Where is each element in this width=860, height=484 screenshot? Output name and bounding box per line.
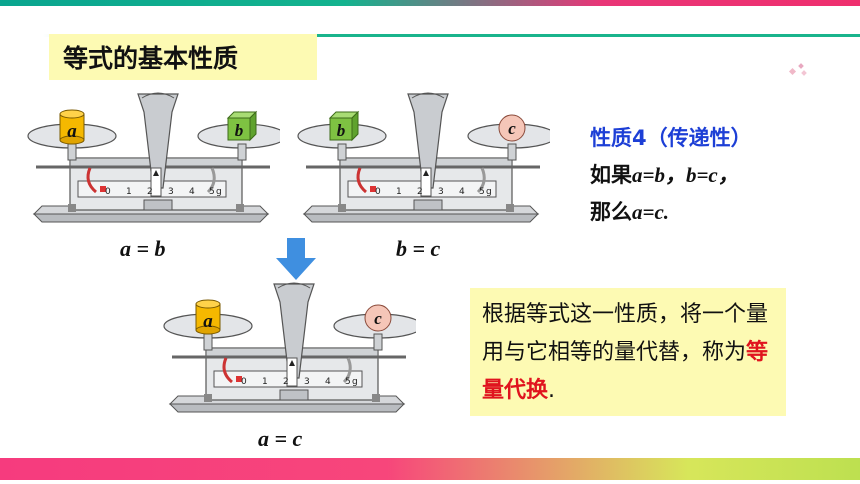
right-weight-label: c xyxy=(508,119,516,138)
ruler-tick-label: 4 xyxy=(189,187,195,197)
balance-scale-1: 0 1 2 3 4 5 g a b xyxy=(27,92,280,223)
scale-body-icon xyxy=(297,92,550,223)
ruler-tick-label: 3 xyxy=(304,377,310,387)
ruler-tick-label: 0 xyxy=(105,187,111,197)
scale-1-caption: a = b xyxy=(120,236,166,261)
ruler-tick-label: 5 xyxy=(345,377,351,387)
ruler-tick-label: 2 xyxy=(283,377,289,387)
page-title: 等式的基本性质 xyxy=(63,44,239,73)
condition-math: a=b，b=c， xyxy=(632,163,739,187)
cylinder-weight-icon: a xyxy=(59,109,85,145)
note-text: 根据等式这一性质，将一个量用与它相等的量代替，称为 xyxy=(482,302,769,365)
scale-2-caption: b = c xyxy=(396,236,441,261)
property-title: 性质4（传递性） xyxy=(590,126,752,150)
top-accent-bar xyxy=(0,0,860,6)
ruler-tick-label: 0 xyxy=(241,377,247,387)
left-weight-label: b xyxy=(337,121,346,140)
property-statement: 性质4（传递性） 如果a=b，b=c， 那么a=c. xyxy=(590,120,840,231)
ruler-tick-label: g xyxy=(216,187,222,197)
bottom-accent-bar xyxy=(0,458,860,480)
left-weight-label: a xyxy=(67,121,77,142)
left-weight-label: a xyxy=(203,311,213,332)
title-banner: 等式的基本性质 xyxy=(49,34,317,80)
balance-scale-3: 0 1 2 3 4 5 g a c xyxy=(163,282,416,413)
balance-scale-2: 0 1 2 3 4 5 g b c xyxy=(297,92,550,223)
ruler-tick-label: 4 xyxy=(459,187,465,197)
sparkle-decoration-icon xyxy=(788,63,807,76)
ruler-tick-label: 2 xyxy=(147,187,153,197)
cube-weight-icon: b xyxy=(226,110,258,142)
ball-weight-icon: c xyxy=(498,114,526,142)
property-conclusion: 那么a=c. xyxy=(590,194,840,231)
ruler-tick-label: 1 xyxy=(126,187,132,197)
ball-weight-icon: c xyxy=(364,304,392,332)
ruler-tick-label: 2 xyxy=(417,187,423,197)
ruler-tick-label: 4 xyxy=(325,377,331,387)
substitution-note: 根据等式这一性质，将一个量用与它相等的量代替，称为等量代换. xyxy=(470,288,786,416)
scale-3-caption: a = c xyxy=(258,426,303,451)
ruler-tick-label: 1 xyxy=(262,377,268,387)
property-condition: 如果a=b，b=c， xyxy=(590,157,840,194)
ruler-tick-label: 5 xyxy=(209,187,215,197)
right-weight-label: b xyxy=(235,121,244,140)
cylinder-weight-icon: a xyxy=(195,299,221,335)
ruler-ticks: 0 1 2 3 4 5 g xyxy=(375,187,492,197)
ruler-tick-label: g xyxy=(352,377,358,387)
note-highlight: 等量代换 xyxy=(482,340,769,403)
ruler-tick-label: 3 xyxy=(168,187,174,197)
ruler-ticks: 0 1 2 3 4 5 g xyxy=(241,377,358,387)
right-weight-label: c xyxy=(374,309,382,328)
cube-weight-icon: b xyxy=(328,110,360,142)
ruler-tick-label: 5 xyxy=(479,187,485,197)
condition-prefix: 如果 xyxy=(590,163,632,187)
header-divider xyxy=(0,34,860,37)
ruler-tick-label: 0 xyxy=(375,187,381,197)
scale-body-icon xyxy=(163,282,416,413)
ruler-tick-label: 3 xyxy=(438,187,444,197)
down-arrow-icon xyxy=(276,238,316,280)
conclusion-prefix: 那么 xyxy=(590,200,632,224)
ruler-ticks: 0 1 2 3 4 5 g xyxy=(105,187,222,197)
ruler-tick-label: g xyxy=(486,187,492,197)
conclusion-math: a=c. xyxy=(632,200,670,224)
ruler-tick-label: 1 xyxy=(396,187,402,197)
note-end: . xyxy=(548,378,556,403)
